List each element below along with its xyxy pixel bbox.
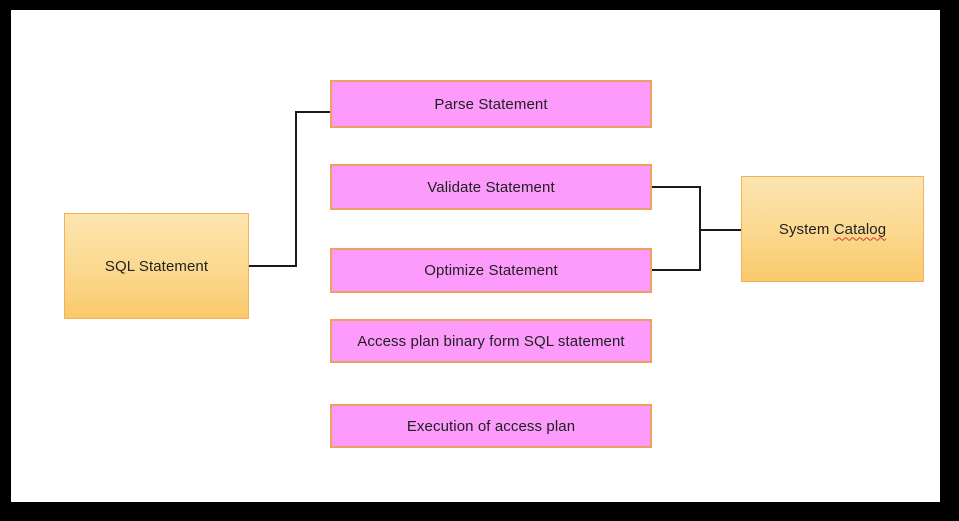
node-label: SQL Statement [104, 257, 209, 275]
node-label: Validate Statement [427, 178, 555, 196]
node-label: Parse Statement [434, 95, 548, 113]
node-execution-access-plan: Execution of access plan [330, 404, 652, 448]
misspelled-word: Catalog [833, 220, 887, 238]
node-access-plan-binary: Access plan binary form SQL statement [330, 319, 652, 363]
node-label: Execution of access plan [406, 417, 576, 435]
node-label: Optimize Statement [424, 262, 558, 279]
node-system-catalog: System Catalog [741, 176, 924, 282]
node-parse-statement: Parse Statement [330, 80, 652, 128]
node-sql-statement: SQL Statement [64, 213, 249, 319]
node-label-word: System [778, 220, 834, 238]
node-optimize-statement: Optimize Statement [330, 248, 652, 293]
node-label: Access plan binary form SQL statement [357, 332, 625, 350]
node-validate-statement: Validate Statement [330, 164, 652, 210]
node-label: System Catalog [779, 221, 886, 238]
